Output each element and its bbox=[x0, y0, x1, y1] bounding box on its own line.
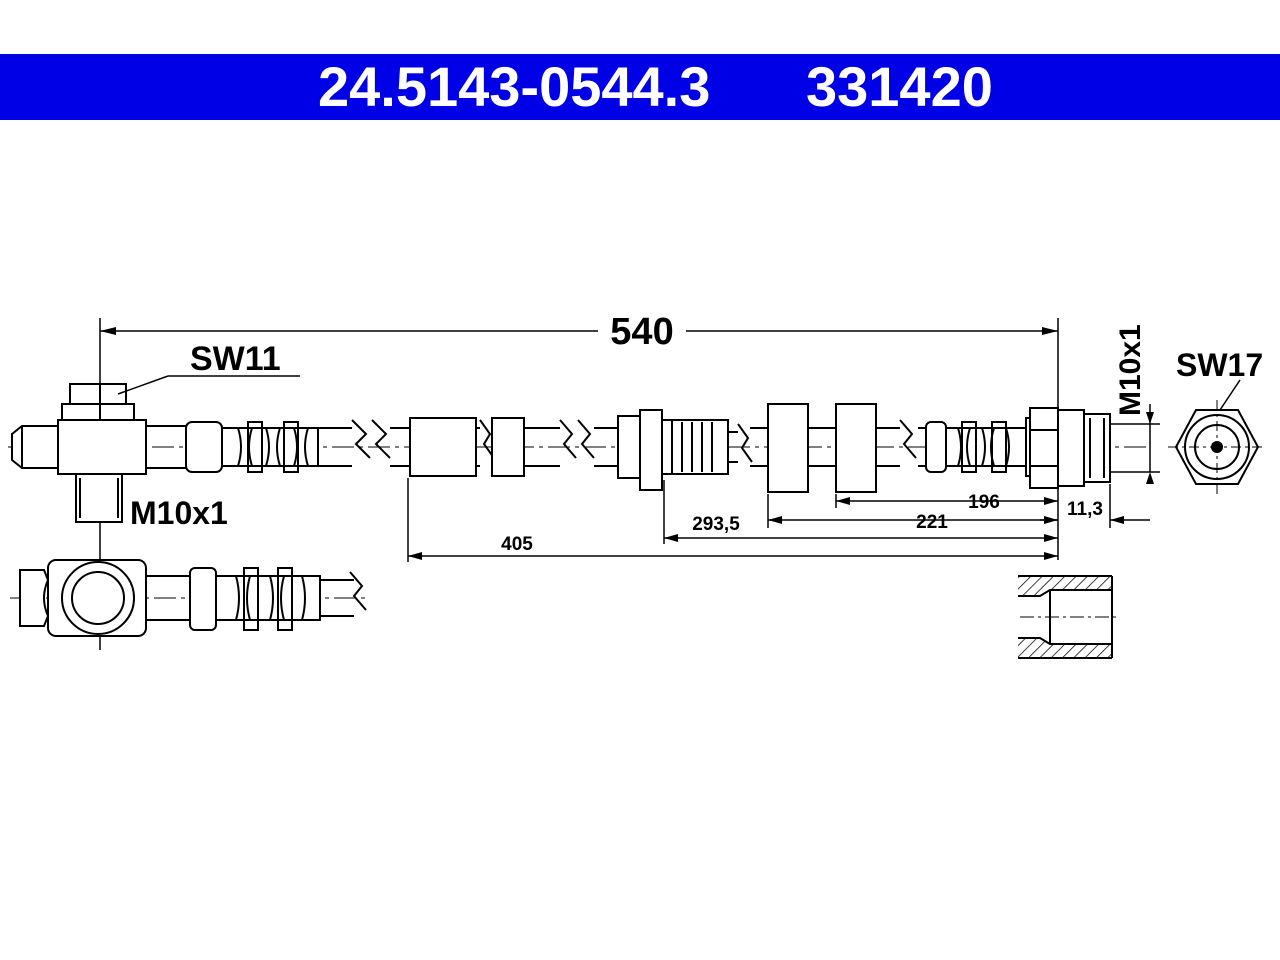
hose bbox=[318, 417, 618, 477]
sw-left-label: SW11 bbox=[190, 340, 281, 378]
dim-293-5-label: 293,5 bbox=[692, 514, 740, 535]
grommet bbox=[617, 409, 768, 491]
hex-end-view bbox=[1168, 379, 1266, 494]
dim-11-3-label: 11,3 bbox=[1067, 499, 1103, 520]
sw-right-label: SW17 bbox=[1176, 347, 1263, 383]
dim-405-label: 405 bbox=[501, 534, 533, 555]
dim-540-label: 540 bbox=[610, 311, 673, 353]
banjo-top-view bbox=[10, 559, 370, 637]
reference-number: 331420 bbox=[806, 55, 993, 118]
dimension-thread-right bbox=[1110, 404, 1160, 484]
crimp-sleeve-right bbox=[925, 417, 1035, 477]
dimension-chain bbox=[407, 478, 1150, 562]
leader-sw11 bbox=[117, 375, 300, 395]
banjo-fitting-left bbox=[11, 383, 186, 523]
dim-196-label: 196 bbox=[968, 492, 1000, 513]
thread-right-label: M10x1 bbox=[1114, 324, 1147, 416]
dim-221-label: 221 bbox=[916, 512, 948, 533]
title-bar: 24.5143-0544.3 331420 bbox=[0, 54, 1280, 120]
thread-left-label: M10x1 bbox=[130, 495, 228, 531]
hose-clips bbox=[767, 403, 928, 493]
fitting-right bbox=[1029, 407, 1111, 489]
female-port-section bbox=[1018, 575, 1120, 659]
part-number: 24.5143-0544.3 bbox=[318, 55, 711, 118]
crimp-sleeve-left bbox=[185, 421, 319, 473]
